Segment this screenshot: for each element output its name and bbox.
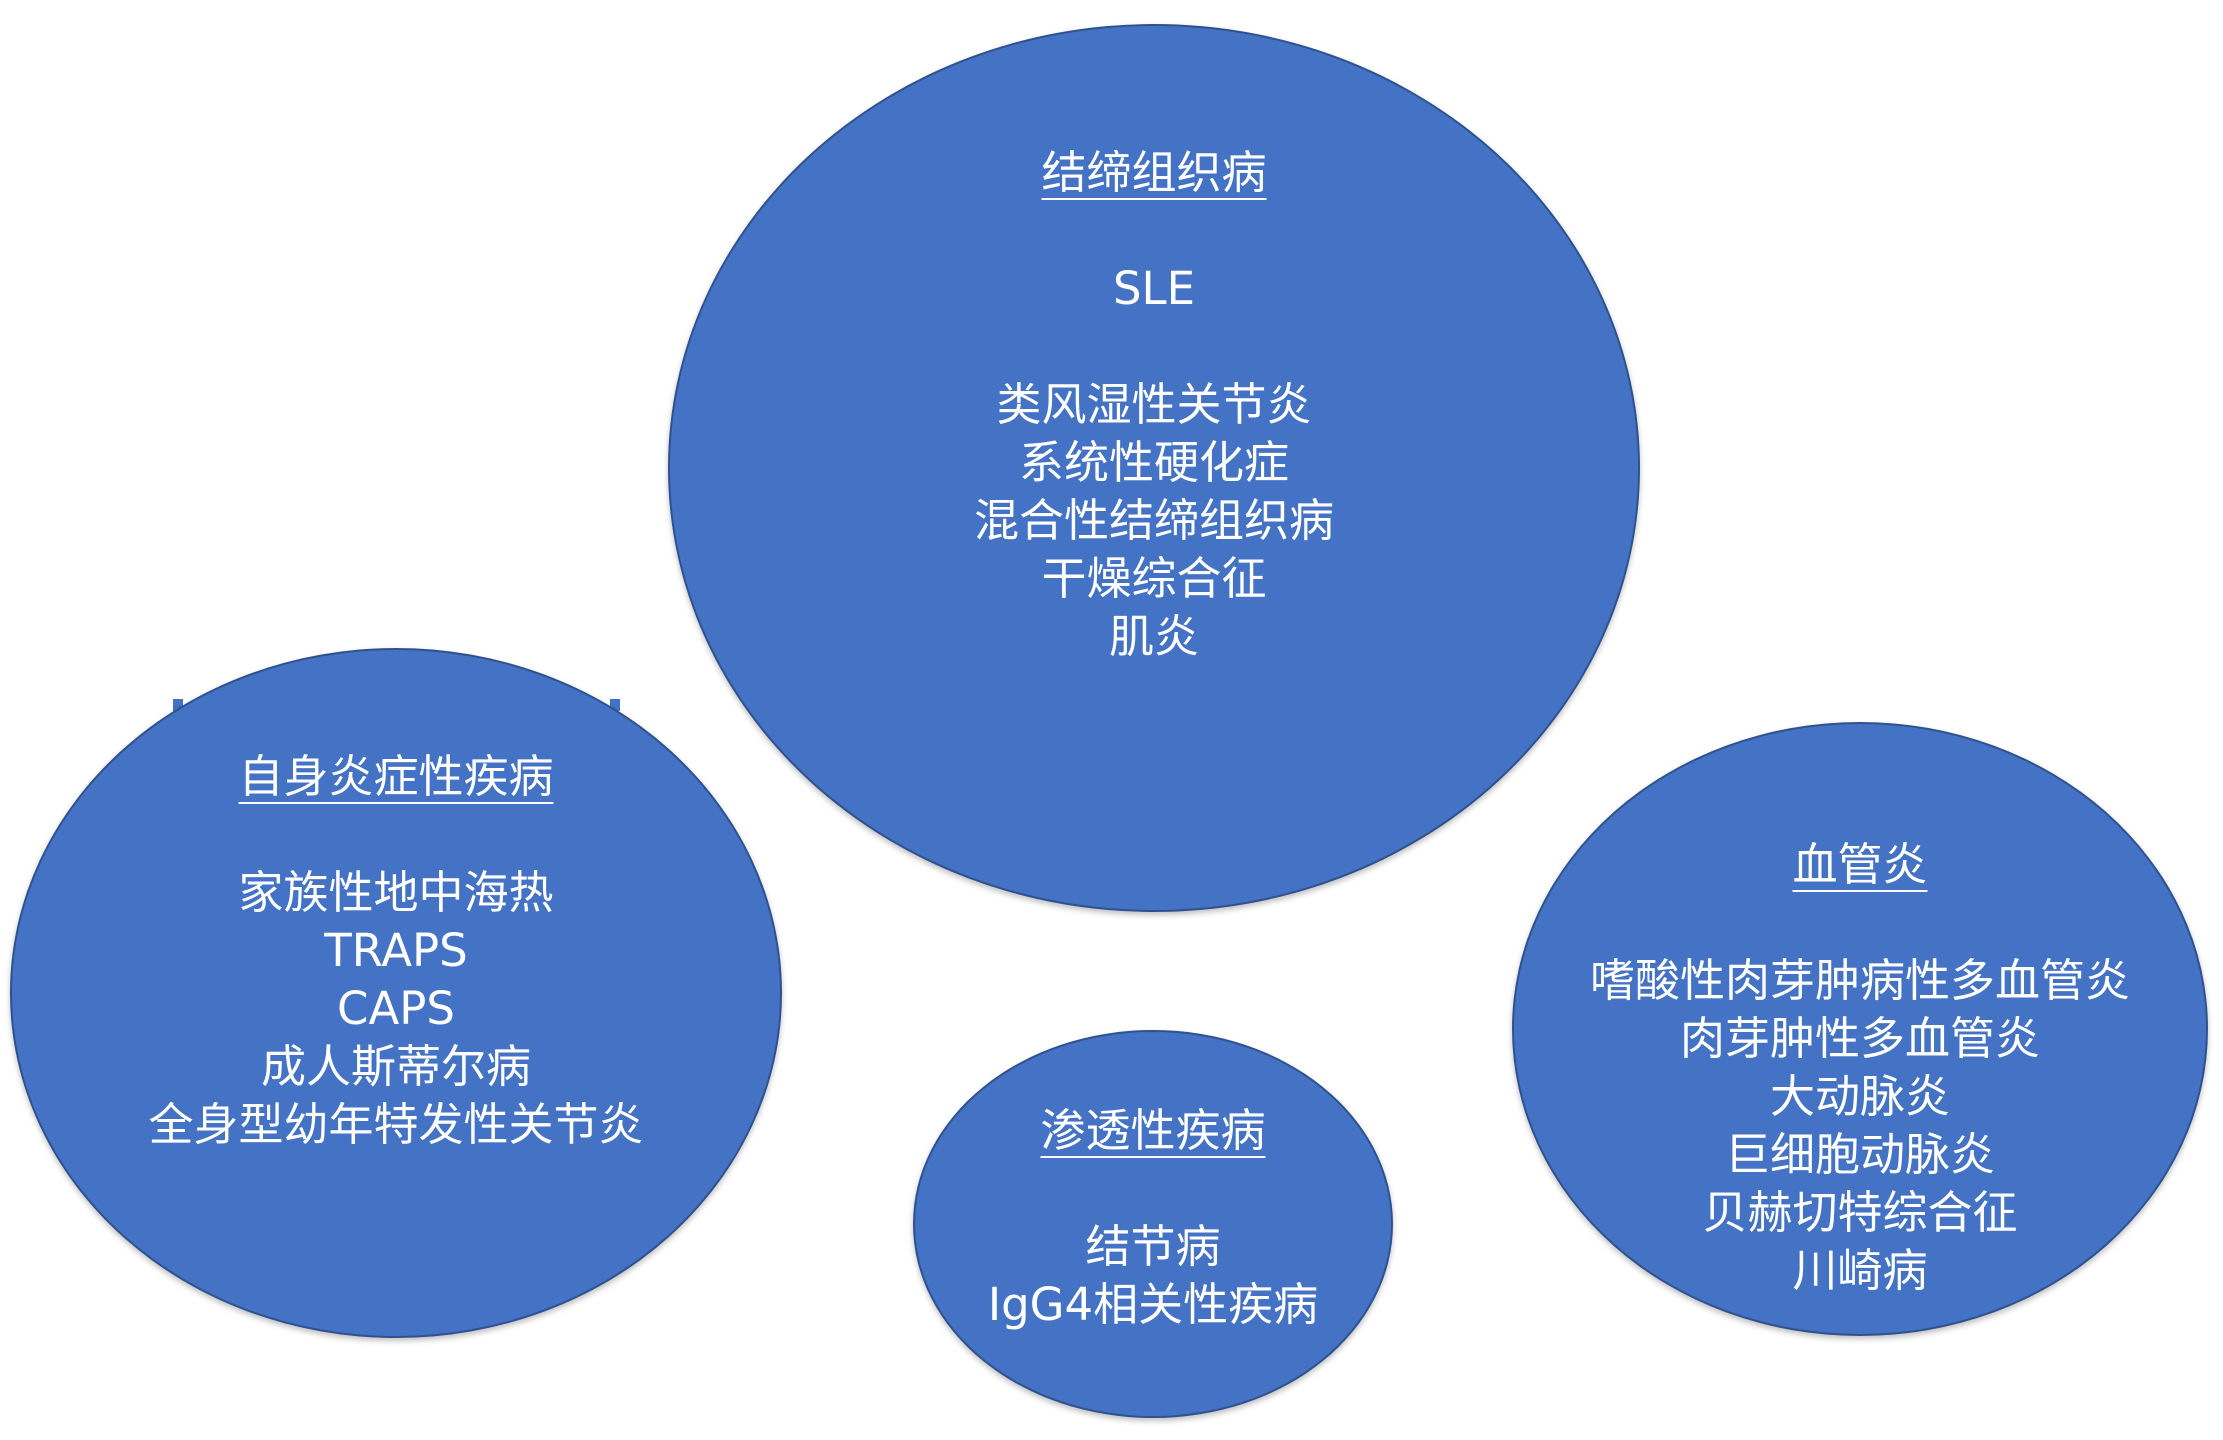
- group-title: 血管炎: [1792, 838, 1928, 891]
- group-title: 自身炎症性疾病: [238, 750, 554, 803]
- group-item: 贝赫切特综合征: [1702, 1186, 2018, 1239]
- group-item: 干燥综合征: [1041, 552, 1267, 605]
- bubble-connective-tissue-content: 结缔组织病 SLE 类风湿性关节炎 系统性硬化症 混合性结缔组织病 干燥综合征 …: [670, 144, 1638, 666]
- group-title: 渗透性疾病: [1040, 1104, 1266, 1157]
- group-item: 系统性硬化症: [1018, 436, 1289, 489]
- group-highlight: SLE: [1112, 262, 1196, 315]
- group-item: CAPS: [337, 982, 455, 1035]
- group-item: 结节病: [1085, 1220, 1221, 1273]
- bubble-vasculitis-content: 血管炎 嗜酸性肉芽肿病性多血管炎 肉芽肿性多血管炎 大动脉炎 巨细胞动脉炎 贝赫…: [1514, 836, 2206, 1300]
- group-item: 混合性结缔组织病: [973, 494, 1334, 547]
- bubble-autoinflammatory: 自身炎症性疾病 家族性地中海热 TRAPS CAPS 成人斯蒂尔病 全身型幼年特…: [10, 648, 782, 1338]
- group-item: 大动脉炎: [1769, 1070, 1950, 1123]
- bubble-infiltrative: 渗透性疾病 结节病 IgG4相关性疾病: [913, 1030, 1393, 1418]
- group-item: 川崎病: [1792, 1244, 1928, 1297]
- bubble-connective-tissue: 结缔组织病 SLE 类风湿性关节炎 系统性硬化症 混合性结缔组织病 干燥综合征 …: [668, 24, 1640, 912]
- group-item: TRAPS: [324, 924, 468, 977]
- group-item: 家族性地中海热: [238, 866, 554, 919]
- group-item: 肉芽肿性多血管炎: [1679, 1012, 2040, 1065]
- group-item: 巨细胞动脉炎: [1724, 1128, 1995, 1181]
- group-item: 成人斯蒂尔病: [260, 1040, 531, 1093]
- bubble-vasculitis: 血管炎 嗜酸性肉芽肿病性多血管炎 肉芽肿性多血管炎 大动脉炎 巨细胞动脉炎 贝赫…: [1512, 722, 2208, 1336]
- bubble-infiltrative-content: 渗透性疾病 结节病 IgG4相关性疾病: [915, 1102, 1391, 1334]
- shape-notch-left: [173, 699, 183, 711]
- group-item: 全身型幼年特发性关节炎: [148, 1098, 644, 1151]
- group-item: 类风湿性关节炎: [996, 378, 1312, 431]
- group-title: 结缔组织病: [1041, 146, 1267, 199]
- shape-notch-right: [610, 699, 620, 711]
- group-item: 嗜酸性肉芽肿病性多血管炎: [1589, 954, 2130, 1007]
- bubble-autoinflammatory-content: 自身炎症性疾病 家族性地中海热 TRAPS CAPS 成人斯蒂尔病 全身型幼年特…: [12, 748, 780, 1154]
- group-item: 肌炎: [1108, 610, 1199, 663]
- group-item: IgG4相关性疾病: [987, 1278, 1319, 1331]
